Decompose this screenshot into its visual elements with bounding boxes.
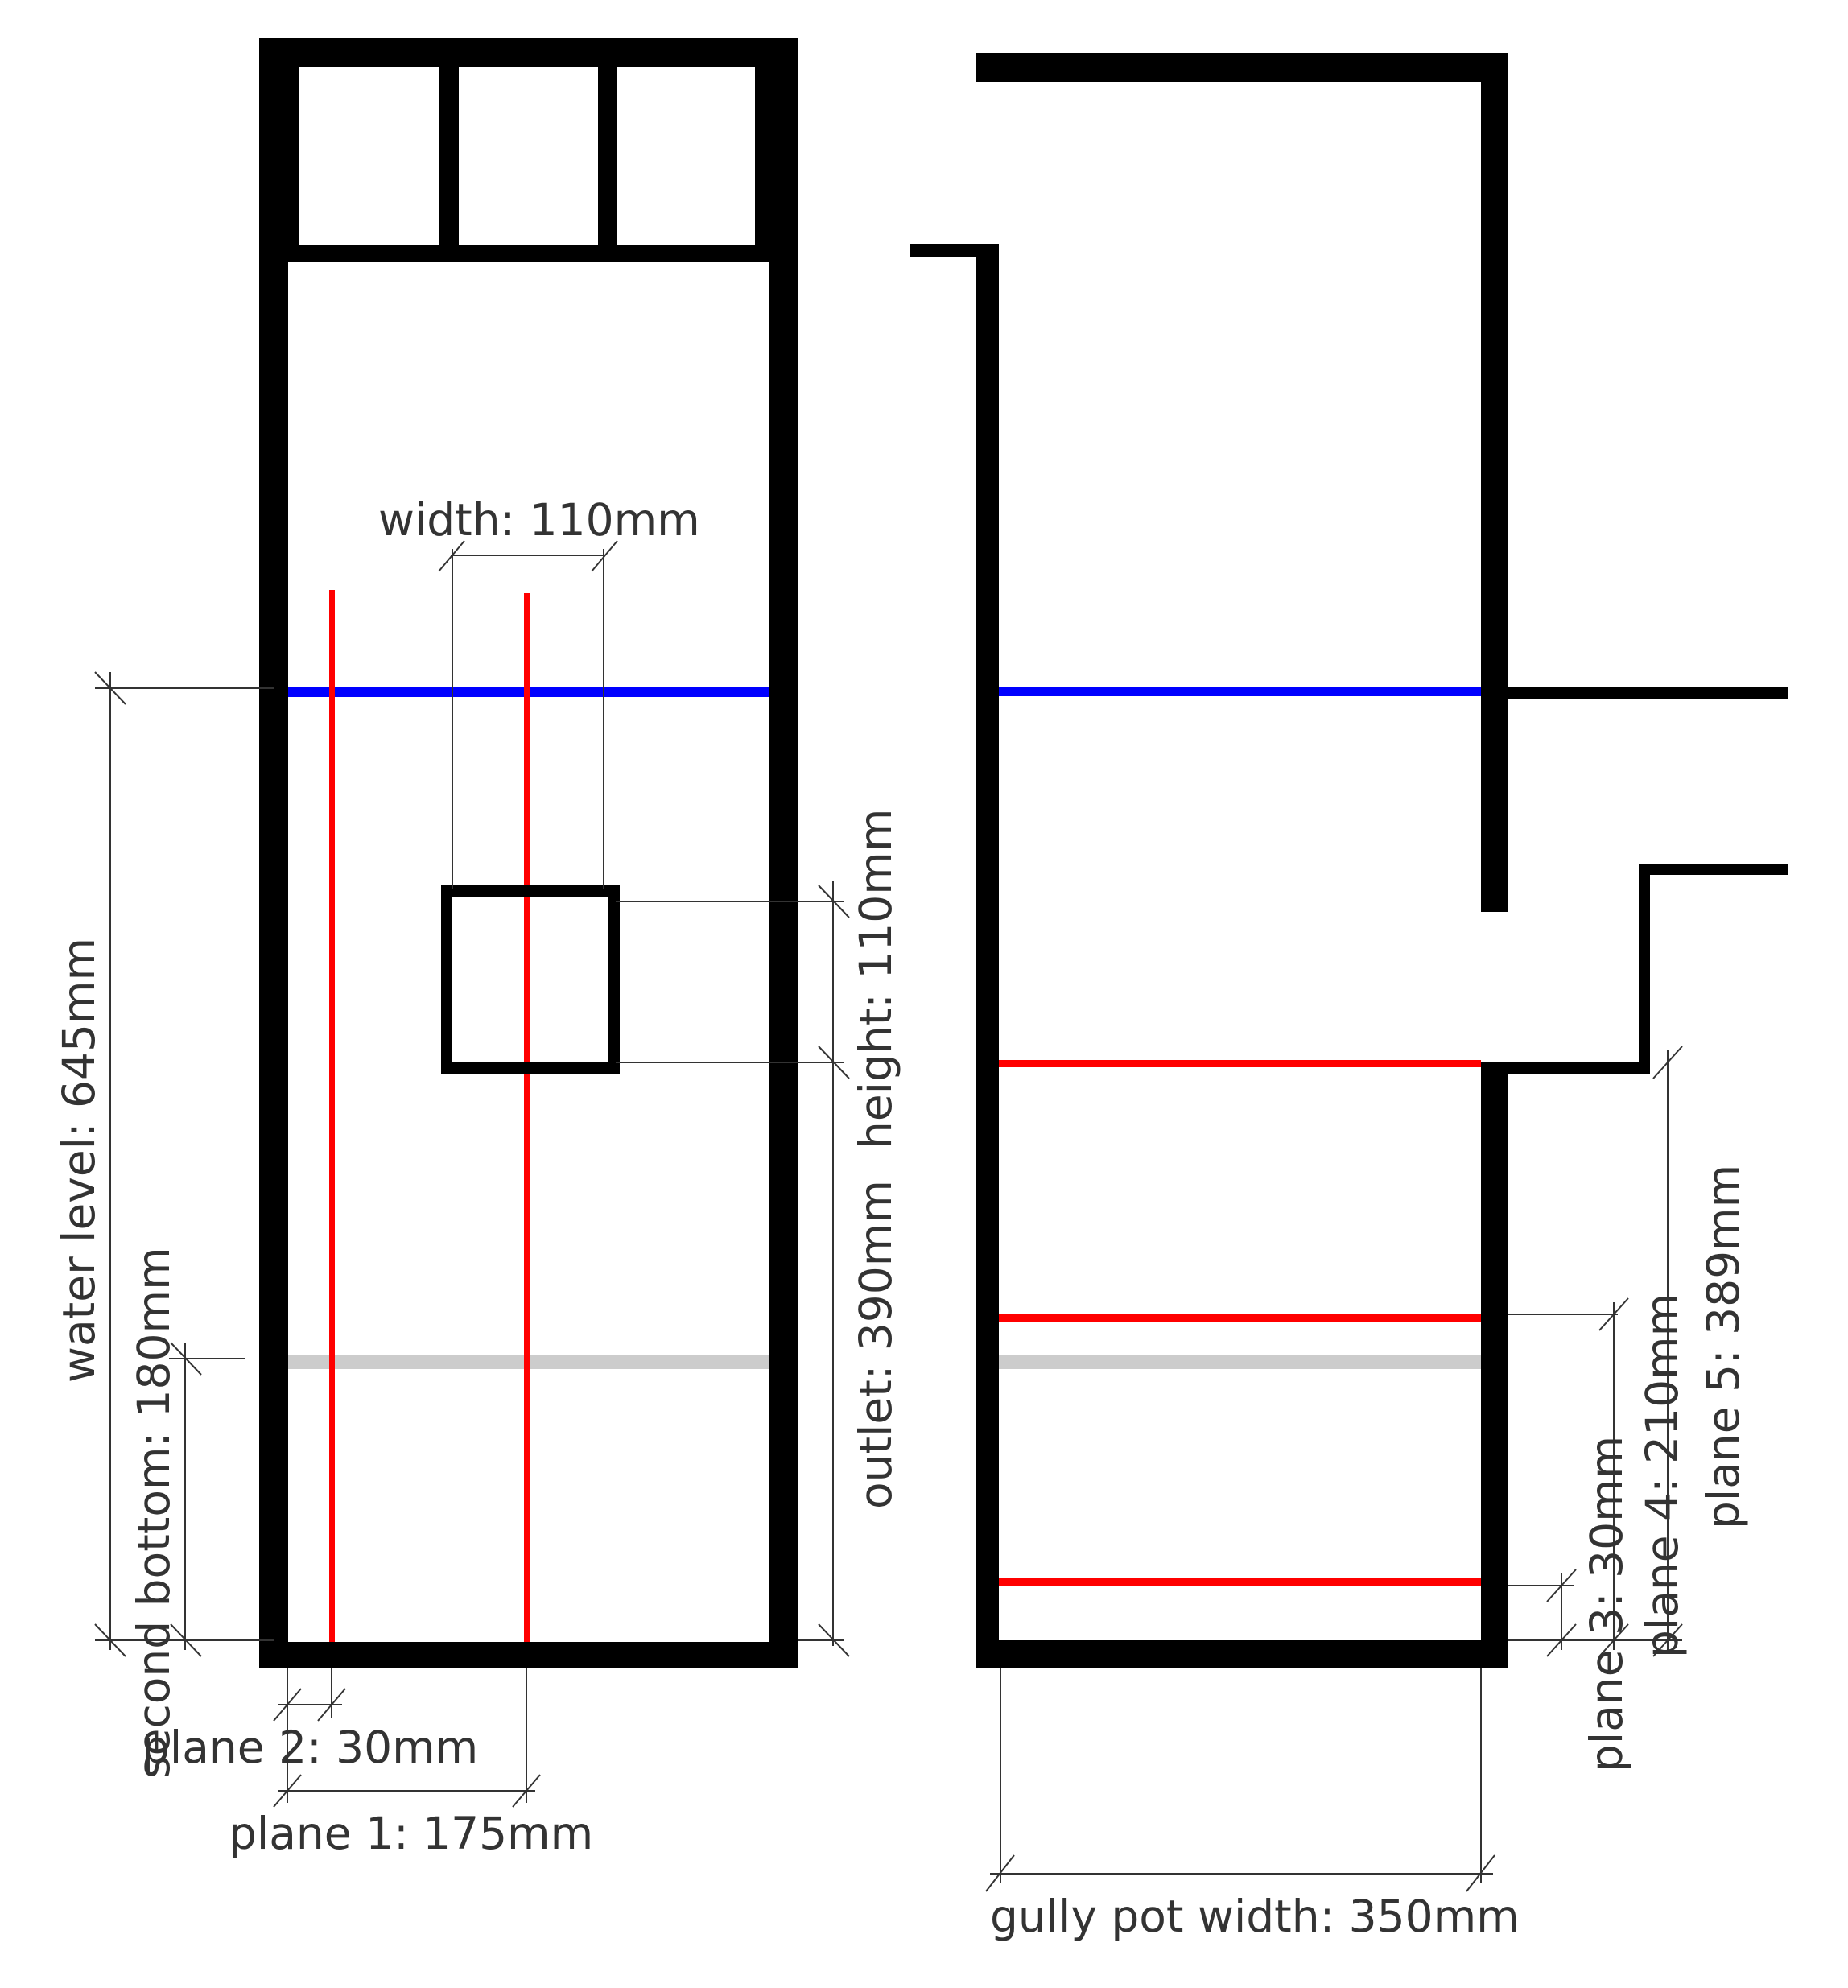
grate-bar-1: [439, 38, 459, 262]
front-plane-1-line: [524, 593, 530, 1642]
side-water-level-line: [999, 687, 1481, 696]
labels: width: 110mm height: 110mm outlet: 390mm…: [53, 494, 1749, 1942]
side-back-wall-upper: [1481, 53, 1508, 912]
front-top-wall: [259, 38, 798, 67]
outlet-pipe-step: [1639, 864, 1788, 875]
side-bottom-wall: [976, 1640, 1508, 1668]
grate-left-post: [259, 38, 299, 262]
side-plane-3-line: [999, 1578, 1481, 1586]
grate-divider-bottom: [259, 245, 798, 262]
front-dimensions: [94, 540, 850, 1808]
plane-3-label: plane 3: 30mm: [1581, 1436, 1632, 1772]
side-plane-5-line: [999, 1060, 1481, 1067]
front-view: [259, 38, 798, 1668]
side-plane-4-line: [999, 1314, 1481, 1322]
outlet-pipe-bottom-vertical: [1639, 864, 1650, 1074]
front-right-wall: [769, 38, 798, 1668]
plane-4-label: plane 4: 210mm: [1636, 1293, 1688, 1658]
height-label: height: 110mm: [850, 809, 901, 1149]
grate-bar-2: [598, 38, 617, 262]
water-level-label: water level: 645mm: [53, 938, 105, 1383]
plane-1-label: plane 1: 175mm: [229, 1808, 593, 1859]
plane-5-label: plane 5: 389mm: [1697, 1165, 1749, 1529]
front-bottom-wall: [259, 1642, 798, 1668]
width-label: width: 110mm: [378, 494, 700, 546]
side-dimensions: [985, 1046, 1683, 1892]
grate-right-post: [755, 38, 798, 262]
outlet-pipe-top: [1508, 687, 1788, 699]
gully-pot-width-label: gully pot width: 350mm: [990, 1891, 1520, 1942]
plane-2-label: plane 2: 30mm: [142, 1722, 478, 1773]
second-bottom-label: second bottom: 180mm: [128, 1247, 179, 1779]
outlet-pipe-bottom-horizontal: [1481, 1062, 1650, 1074]
side-second-bottom-line: [999, 1355, 1481, 1369]
front-left-wall: [259, 38, 288, 1668]
side-top-wall: [976, 53, 1508, 82]
side-back-wall-lower: [1481, 1062, 1508, 1668]
side-front-wall: [976, 244, 999, 1668]
outlet-label: outlet: 390mm: [850, 1180, 901, 1509]
side-view: [910, 53, 1788, 1668]
outlet-box: [441, 885, 620, 1074]
front-plane-2-line: [329, 590, 335, 1642]
